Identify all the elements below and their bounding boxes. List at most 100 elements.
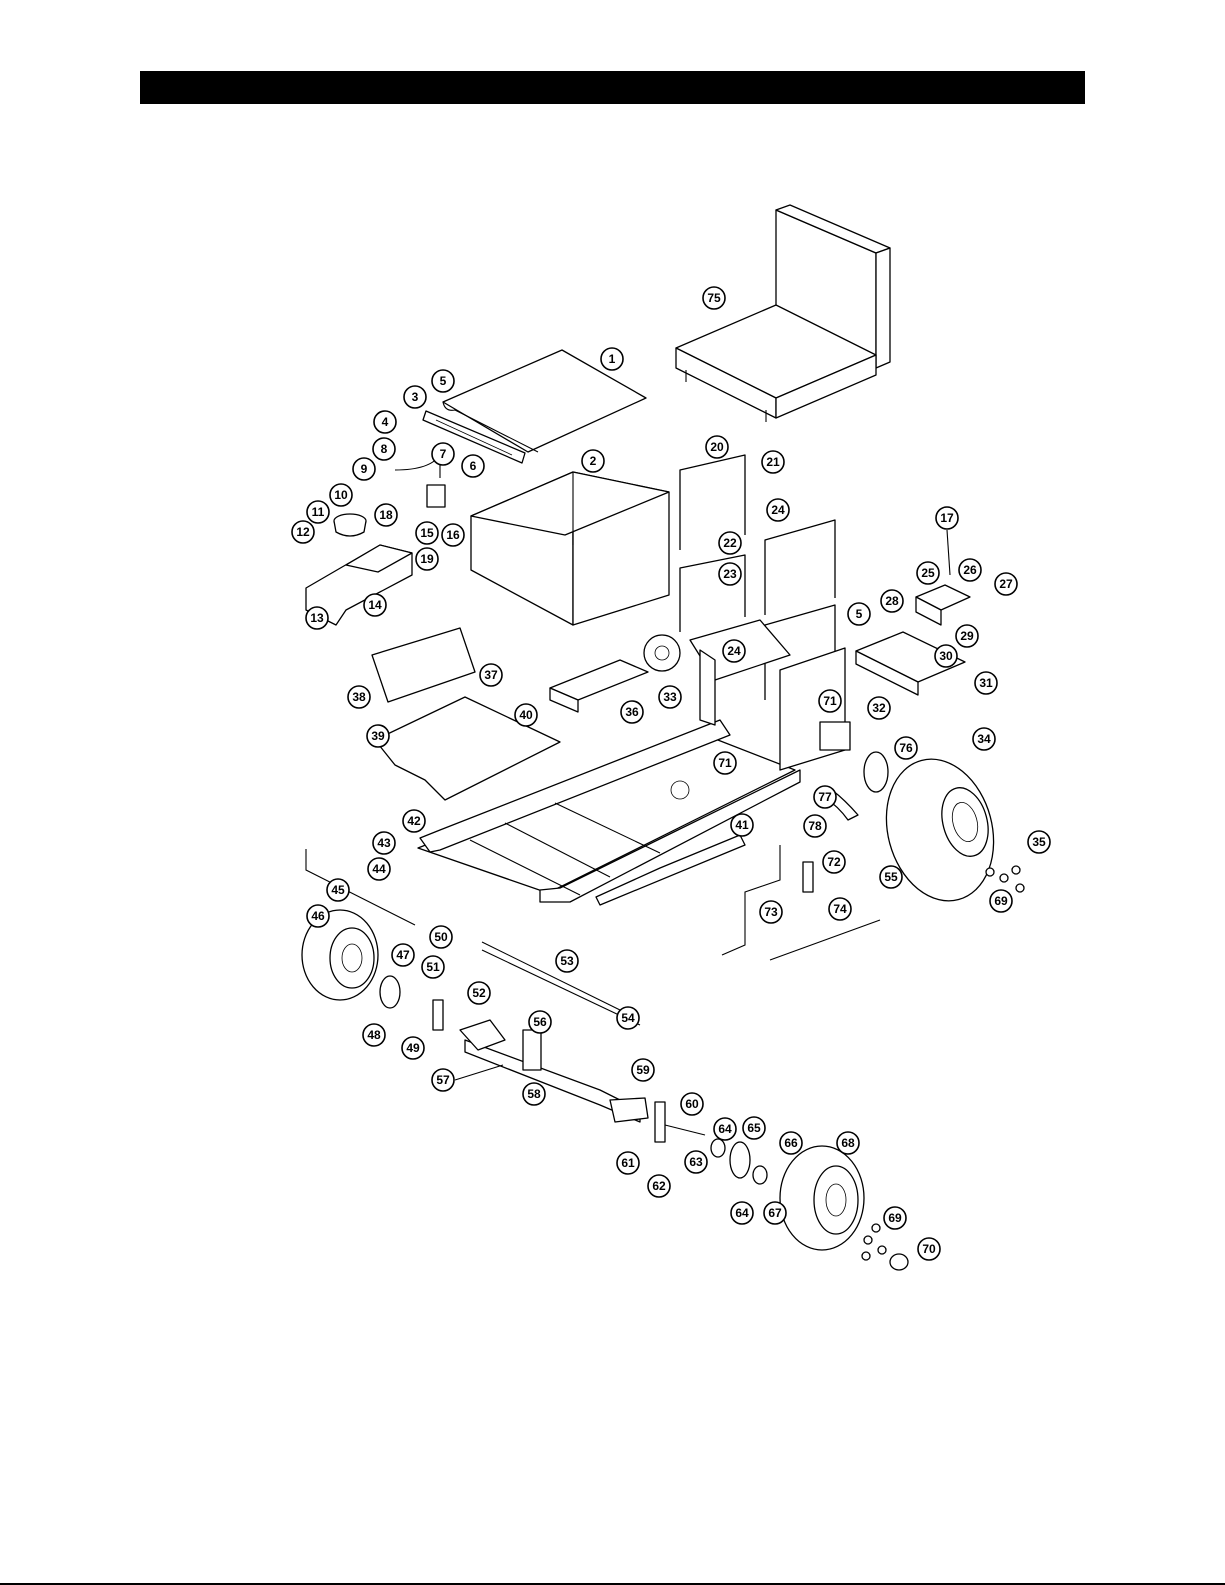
part-callout-52: 52 — [468, 982, 490, 1004]
part-callout-10: 10 — [330, 484, 352, 506]
part-number: 73 — [764, 905, 778, 919]
part-number: 10 — [334, 488, 348, 502]
part-callout-22: 22 — [719, 532, 741, 554]
part-callout-59: 59 — [632, 1059, 654, 1081]
part-callout-29: 29 — [956, 625, 978, 647]
part-callout-62: 62 — [648, 1175, 670, 1197]
part-number: 71 — [718, 756, 732, 770]
part-callout-38: 38 — [348, 686, 370, 708]
part-number: 12 — [296, 525, 310, 539]
part-callout-68: 68 — [837, 1132, 859, 1154]
part-number: 36 — [625, 705, 639, 719]
part-number: 28 — [885, 594, 899, 608]
part-callout-24: 24 — [723, 640, 745, 662]
part-callout-70: 70 — [918, 1238, 940, 1260]
part-number: 43 — [377, 836, 391, 850]
part-callout-46: 46 — [307, 905, 329, 927]
part-number: 64 — [718, 1122, 732, 1136]
part-callout-69: 69 — [884, 1207, 906, 1229]
part-number: 48 — [367, 1028, 381, 1042]
part-number: 2 — [590, 454, 597, 468]
part-number: 51 — [426, 960, 440, 974]
part-callout-27: 27 — [995, 573, 1017, 595]
part-callout-45: 45 — [327, 879, 349, 901]
part-callout-63: 63 — [685, 1151, 707, 1173]
part-callout-23: 23 — [719, 563, 741, 585]
part-number: 13 — [310, 611, 324, 625]
part-callout-24: 24 — [767, 499, 789, 521]
wheel-nuts — [862, 866, 1024, 1260]
part-callout-31: 31 — [975, 672, 997, 694]
part-number: 26 — [963, 563, 977, 577]
rear-tray — [856, 530, 970, 695]
part-number: 32 — [872, 701, 886, 715]
part-number: 6 — [470, 459, 477, 473]
part-number: 54 — [621, 1011, 635, 1025]
part-number: 5 — [440, 374, 447, 388]
part-callout-53: 53 — [556, 950, 578, 972]
part-number: 66 — [784, 1136, 798, 1150]
part-callout-72: 72 — [823, 851, 845, 873]
right-rear-wheel — [825, 747, 1009, 913]
part-number: 17 — [940, 511, 954, 525]
seat — [676, 205, 890, 422]
part-number: 47 — [396, 948, 410, 962]
part-callout-3: 3 — [404, 386, 426, 408]
part-number: 78 — [808, 819, 822, 833]
part-number: 16 — [446, 528, 460, 542]
part-number: 21 — [766, 455, 780, 469]
part-number: 39 — [371, 729, 385, 743]
part-number: 23 — [723, 567, 737, 581]
part-callout-65: 65 — [743, 1117, 765, 1139]
part-callout-48: 48 — [363, 1024, 385, 1046]
part-number: 24 — [771, 503, 785, 517]
part-callout-57: 57 — [432, 1069, 454, 1091]
part-callout-7: 7 — [432, 443, 454, 465]
part-callout-9: 9 — [353, 458, 375, 480]
part-number: 42 — [407, 814, 421, 828]
part-number: 19 — [420, 552, 434, 566]
part-number: 24 — [727, 644, 741, 658]
part-number: 15 — [420, 526, 434, 540]
part-number: 46 — [311, 909, 325, 923]
part-number: 69 — [888, 1211, 902, 1225]
part-number: 68 — [841, 1136, 855, 1150]
part-number: 4 — [382, 415, 389, 429]
part-number: 63 — [689, 1155, 703, 1169]
part-number: 14 — [368, 598, 382, 612]
part-number: 18 — [379, 508, 393, 522]
part-callout-49: 49 — [402, 1037, 424, 1059]
part-callout-32: 32 — [868, 697, 890, 719]
part-callout-77: 77 — [814, 786, 836, 808]
part-number: 69 — [994, 894, 1008, 908]
part-callout-6: 6 — [462, 455, 484, 477]
part-callout-8: 8 — [373, 438, 395, 460]
part-callout-25: 25 — [917, 562, 939, 584]
part-callout-17: 17 — [936, 507, 958, 529]
part-number: 56 — [533, 1015, 547, 1029]
part-number: 40 — [519, 708, 533, 722]
part-callout-15: 15 — [416, 522, 438, 544]
part-number: 59 — [636, 1063, 650, 1077]
part-callout-5: 5 — [848, 603, 870, 625]
part-callout-37: 37 — [480, 664, 502, 686]
part-number: 49 — [406, 1041, 420, 1055]
part-callout-42: 42 — [403, 810, 425, 832]
part-number: 74 — [833, 902, 847, 916]
part-number: 64 — [735, 1206, 749, 1220]
battery-box — [471, 472, 669, 625]
part-number: 58 — [527, 1087, 541, 1101]
part-callout-47: 47 — [392, 944, 414, 966]
part-callout-35: 35 — [1028, 831, 1050, 853]
part-callout-16: 16 — [442, 524, 464, 546]
part-callout-20: 20 — [706, 436, 728, 458]
part-callout-41: 41 — [731, 814, 753, 836]
part-callout-71: 71 — [819, 690, 841, 712]
part-number: 1 — [609, 352, 616, 366]
part-number: 25 — [921, 566, 935, 580]
part-callout-43: 43 — [373, 832, 395, 854]
part-callout-18: 18 — [375, 504, 397, 526]
part-callout-34: 34 — [973, 728, 995, 750]
part-number: 50 — [434, 930, 448, 944]
part-callout-61: 61 — [617, 1152, 639, 1174]
